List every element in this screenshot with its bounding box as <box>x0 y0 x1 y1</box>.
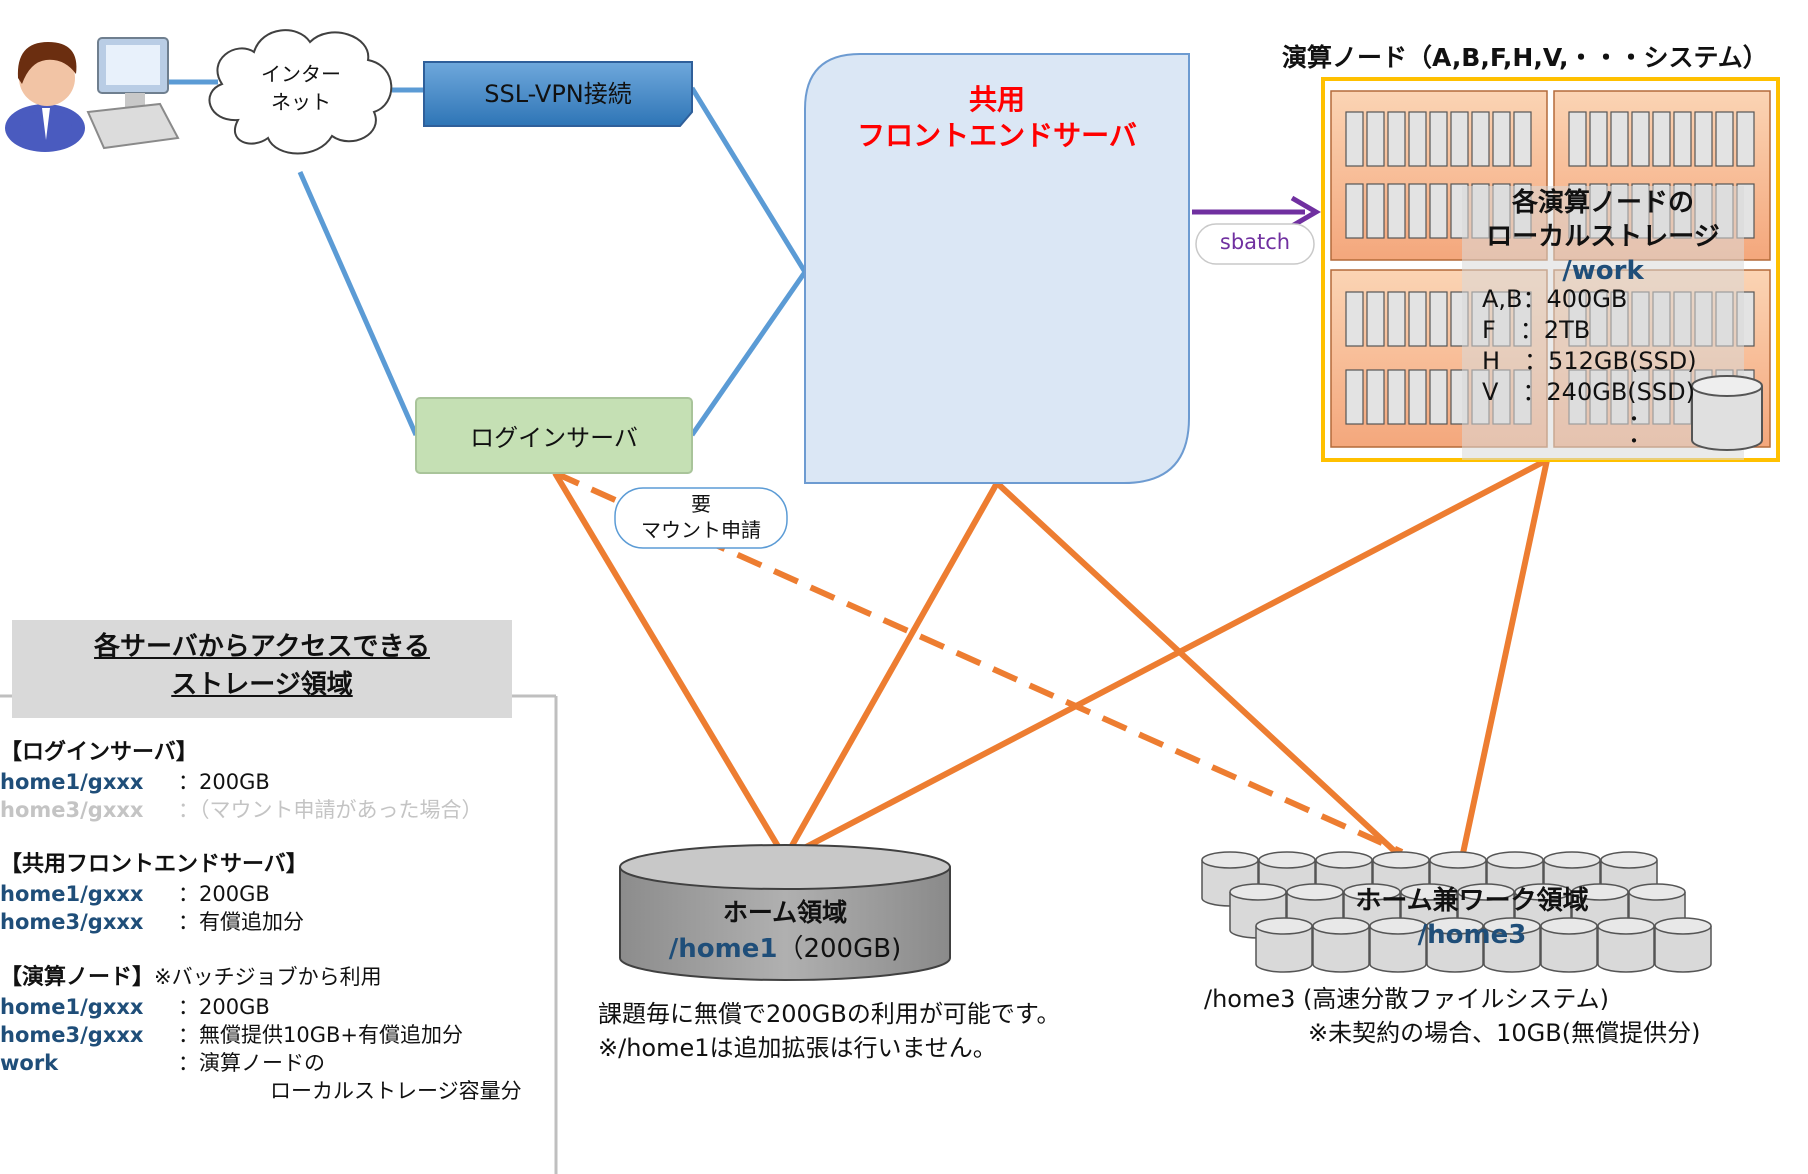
legend-value: ：有償追加分 <box>178 910 304 934</box>
frontend-label: 共用 フロントエンドサーバ <box>805 82 1189 154</box>
link-login-home3-dashed <box>553 470 1404 855</box>
legend-compute-row-3: work ：演算ノードの <box>0 1049 552 1077</box>
legend-compute-row-1: home1/gxxx ：200GB <box>0 993 552 1021</box>
spec-v: V ：240GB(SSD) <box>1482 378 1695 406</box>
sbatch-arrow <box>1192 195 1321 229</box>
legend-compute-head-line: 【演算ノード】※バッチジョブから利用 <box>0 962 552 993</box>
spec-ab: A,B：400GB <box>1482 285 1628 313</box>
home3-note2: ※未契約の場合、10GB(無償提供分) <box>1308 1019 1701 1047</box>
local-storage-title-line1: 各演算ノードの <box>1511 188 1694 218</box>
link-frontend-home1 <box>782 481 1000 860</box>
link-login-frontend <box>689 270 808 437</box>
link-compute-home1 <box>783 457 1549 861</box>
legend-login-head: 【ログインサーバ】 <box>0 740 198 765</box>
legend-compute-row-2: home3/gxxx ：無償提供10GB+有償追加分 <box>0 1021 552 1049</box>
spec-ellipsis-1: ・ <box>1624 407 1644 431</box>
home3-label: ホーム兼ワーク領域 /home3 <box>1302 884 1642 952</box>
arrow-right-icon <box>1290 195 1321 229</box>
mount-bubble <box>614 487 788 549</box>
legend-key: home3/gxxx <box>0 1023 144 1047</box>
ssl-vpn-box <box>423 61 693 127</box>
legend-front-row-2: home3/gxxx ：有償追加分 <box>0 908 552 936</box>
home3-title: ホーム兼ワーク領域 <box>1355 886 1589 916</box>
legend-title: 各サーバからアクセスできる ストレージ領域 <box>12 628 512 704</box>
home1-notes: 課題毎に無償で200GBの利用が可能です。 ※/home1は追加拡張は行いません… <box>598 997 1060 1065</box>
link-vpn-frontend <box>689 86 808 274</box>
home1-path: /home1 <box>668 934 778 964</box>
mount-bubble-line1: 要 <box>691 492 711 516</box>
legend-front-head: 【共用フロントエンドサーバ】 <box>0 852 308 877</box>
legend-key: home1/gxxx <box>0 770 144 794</box>
legend-value: ：（マウント申請があった場合） <box>178 798 483 822</box>
legend-value: ：200GB <box>178 995 270 1019</box>
home3-note1: /home3 (高速分散ファイルシステム) <box>1204 985 1610 1013</box>
legend-value: ：無償提供10GB+有償追加分 <box>178 1023 463 1047</box>
compute-rack <box>1321 77 1780 462</box>
spec-h: H ：512GB(SSD) <box>1482 347 1697 375</box>
frontend-label-line1: 共用 <box>968 83 1025 116</box>
legend-key: work <box>0 1051 59 1075</box>
legend-title-line1: 各サーバからアクセスできる <box>94 632 430 662</box>
network-links <box>168 79 808 437</box>
work-path: /work <box>1562 256 1644 286</box>
home1-cylinder <box>619 844 951 981</box>
compute-title: 演算ノード（A,B,F,H,V,・・・システム） <box>1282 43 1768 72</box>
storage-links <box>552 457 1550 861</box>
legend-key: home3/gxxx <box>0 910 144 934</box>
local-storage-title-line2: ローカルストレージ <box>1486 222 1720 252</box>
sbatch-bubble <box>1195 223 1315 265</box>
home3-notes: /home3 (高速分散ファイルシステム) ※未契約の場合、10GB(無償提供分… <box>1204 982 1700 1050</box>
legend-compute-head-note: ※バッチジョブから利用 <box>154 965 382 989</box>
link-frontend-home3 <box>994 480 1405 861</box>
home1-note1: 課題毎に無償で200GBの利用が可能です。 <box>598 1000 1061 1028</box>
sbatch-label: sbatch <box>1219 230 1291 254</box>
login-server-box <box>415 397 693 474</box>
mount-bubble-line2: マウント申請 <box>641 518 761 542</box>
legend-value: ：200GB <box>178 770 270 794</box>
legend-key: home3/gxxx <box>0 798 144 822</box>
mount-bubble-label: 要 マウント申請 <box>615 491 787 543</box>
legend-value: ：200GB <box>178 882 270 906</box>
frontend-label-line2: フロントエンドサーバ <box>857 119 1137 152</box>
home1-label: ホーム領域 /home1（200GB) <box>620 895 950 967</box>
link-internet-login <box>297 170 419 437</box>
spec-ellipsis: ・ ・ <box>1624 408 1644 452</box>
internet-label-line1: インター <box>261 62 341 86</box>
legend-key: home1/gxxx <box>0 882 144 906</box>
legend-key: home1/gxxx <box>0 995 144 1019</box>
frontend-server-box <box>804 53 1190 484</box>
legend-body: 【ログインサーバ】 home1/gxxx ：200GB home3/gxxx ：（マ… <box>0 738 552 1105</box>
home1-title: ホーム領域 <box>722 898 848 927</box>
internet-label-line2: ネット <box>271 90 331 114</box>
local-storage-specs: A,B：400GB F ：2TB H ：512GB(SSD) V ：240GB(… <box>1482 284 1697 408</box>
user-computer-icon <box>5 37 180 152</box>
legend-front-row-1: home1/gxxx ：200GB <box>0 880 552 908</box>
legend-title-line2: ストレージ領域 <box>171 670 353 700</box>
legend-compute-tail: ローカルストレージ容量分 <box>270 1079 522 1103</box>
local-disk-icon <box>1691 375 1763 451</box>
spec-f: F ：2TB <box>1482 316 1591 344</box>
legend-login-row-1: home1/gxxx ：200GB <box>0 768 552 796</box>
legend-login-row-2: home3/gxxx ：（マウント申請があった場合） <box>0 796 552 824</box>
ssl-vpn-label: SSL-VPN接続 <box>484 80 632 108</box>
internet-label: インター ネット <box>236 60 366 116</box>
home1-size: （200GB) <box>777 934 902 964</box>
legend-compute-head: 【演算ノード】 <box>0 965 155 990</box>
legend-frame <box>0 620 558 1174</box>
home3-path: /home3 <box>1417 920 1527 950</box>
local-storage-title: 各演算ノードの ローカルストレージ /work <box>1462 186 1744 288</box>
login-server-label: ログインサーバ <box>470 424 638 452</box>
home1-note2: ※/home1は追加拡張は行いません。 <box>598 1034 997 1062</box>
link-login-home1 <box>552 471 788 860</box>
legend-value: ：演算ノードの <box>178 1051 325 1075</box>
link-compute-home3 <box>1459 459 1550 859</box>
home1-path-line: /home1（200GB) <box>620 931 950 967</box>
cloud-icon <box>208 29 393 155</box>
spec-ellipsis-2: ・ <box>1624 429 1644 453</box>
